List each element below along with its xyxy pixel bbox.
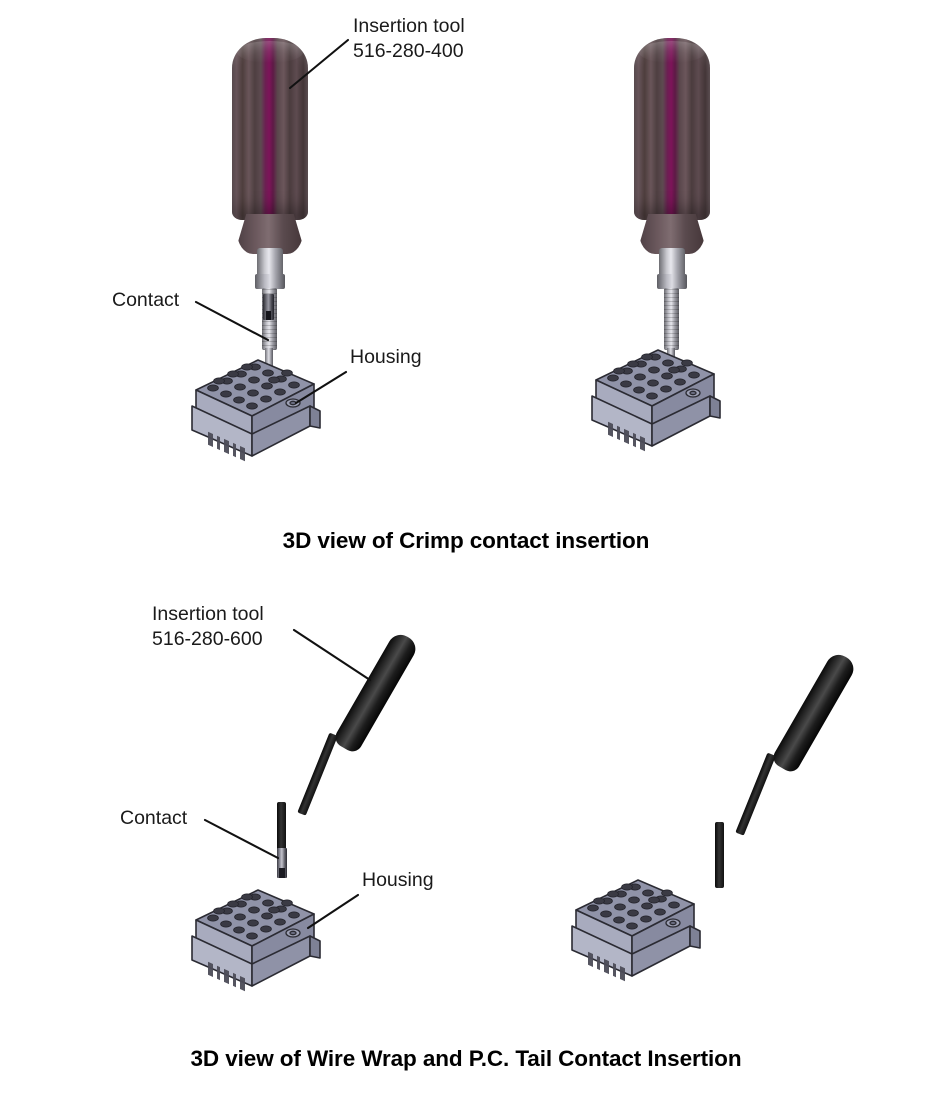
callout-insertion-tool-line2: 516-280-600 <box>152 628 263 650</box>
tool-handle-flare <box>237 214 303 254</box>
tool-lower-rod <box>715 822 724 888</box>
tool-upper-rod <box>735 752 776 836</box>
tool-collar <box>659 248 685 278</box>
crimp-insertion-panel: Insertion tool 516-280-400 Contact Housi… <box>112 14 721 553</box>
tool-knurled-sleeve <box>664 288 679 350</box>
callout-insertion-tool: Insertion tool 516-280-600 <box>152 602 264 652</box>
callout-insertion-tool-line1: Insertion tool <box>353 15 465 37</box>
tool-hex-nut <box>657 274 687 289</box>
connector-housing <box>586 346 721 456</box>
tool-upper-rod <box>297 732 338 816</box>
tool-handle-flare <box>639 214 705 254</box>
callout-insertion-tool-line2: 516-280-400 <box>353 40 464 62</box>
callout-contact: Contact <box>112 288 179 313</box>
connector-housing <box>186 356 321 466</box>
leader-insertion-tool <box>292 628 372 682</box>
tool-handle <box>232 38 308 220</box>
leader-housing <box>306 893 360 930</box>
crimp-contact <box>263 294 274 320</box>
tool-grip <box>331 630 421 755</box>
caption-crimp-insertion: 3D view of Crimp contact insertion <box>282 528 650 553</box>
callout-housing-line1: Housing <box>362 869 434 891</box>
connector-housing <box>186 886 321 996</box>
callout-insertion-tool-line1: Insertion tool <box>152 603 264 625</box>
wirewrap-insertion-panel: Insertion tool 516-280-600 Contact Housi… <box>0 580 932 1114</box>
tool-grip <box>769 650 859 775</box>
tool-hex-nut <box>255 274 285 289</box>
callout-housing-line1: Housing <box>350 346 422 368</box>
tool-handle <box>634 38 710 220</box>
tool-lower-rod <box>277 802 286 854</box>
callout-contact: Contact <box>120 806 187 831</box>
callout-insertion-tool: Insertion tool 516-280-400 <box>353 14 465 64</box>
callout-housing: Housing <box>350 345 422 370</box>
tool-collar <box>257 248 283 278</box>
connector-housing <box>566 876 701 986</box>
callout-housing: Housing <box>362 868 434 893</box>
caption-wirewrap-insertion: 3D view of Wire Wrap and P.C. Tail Conta… <box>190 1046 742 1071</box>
leader-contact <box>203 818 280 860</box>
callout-contact-line1: Contact <box>120 807 188 829</box>
wirewrap-contact <box>277 848 287 878</box>
callout-contact-line1: Contact <box>112 289 180 311</box>
